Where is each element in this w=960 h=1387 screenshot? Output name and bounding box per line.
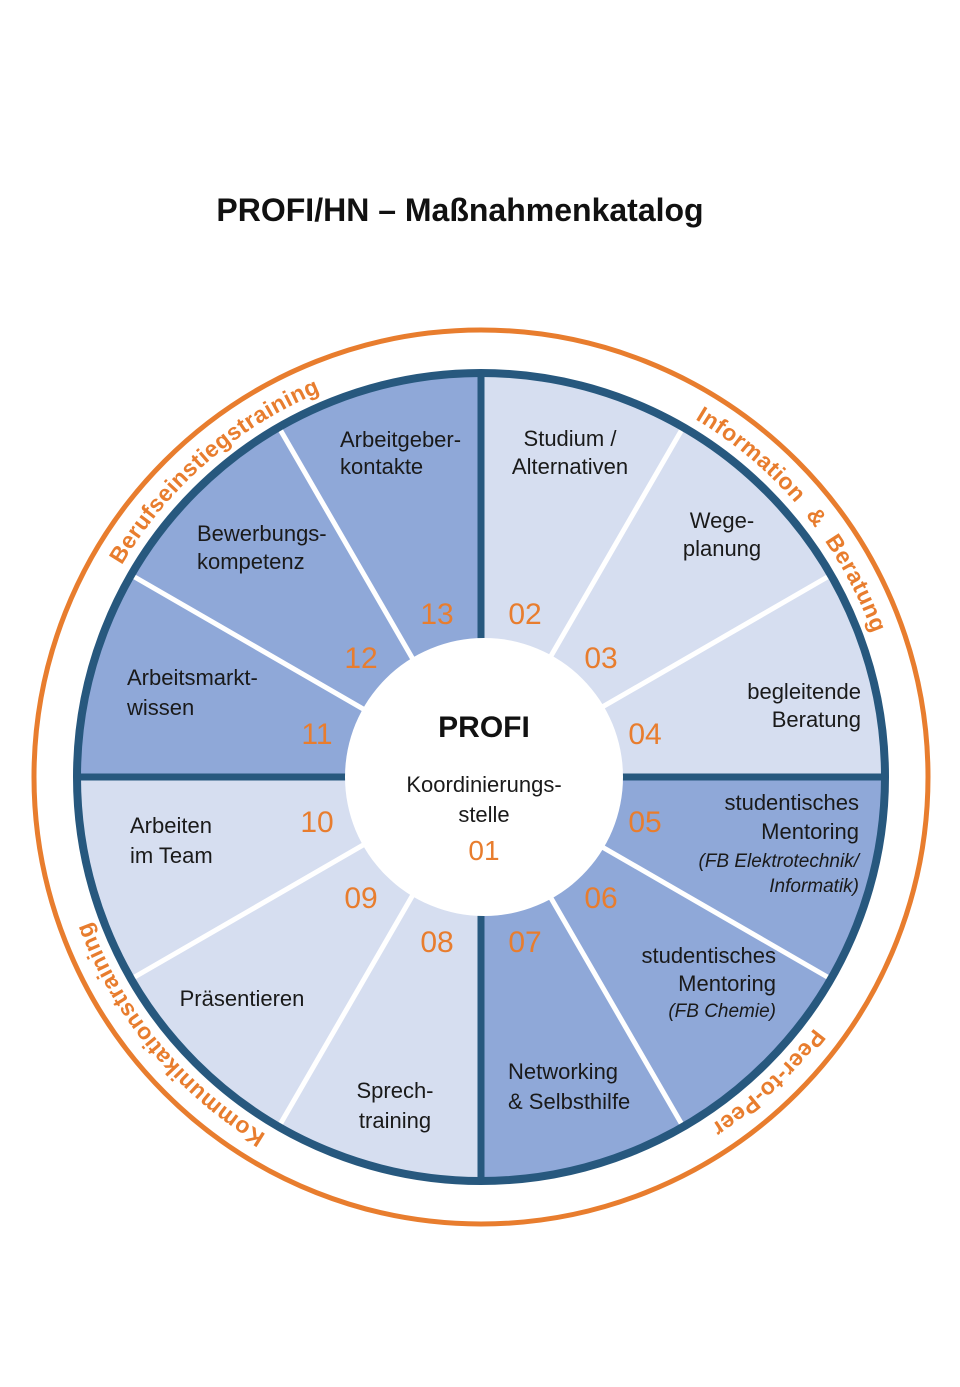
sector-number-07: 07 [508,926,541,959]
sector-number-02: 02 [508,598,541,631]
sector-label-11-line2: wissen [126,695,194,720]
hub-title: PROFI [438,711,530,744]
sector-number-08: 08 [420,926,453,959]
sector-label-06-line1: studentisches [641,943,776,968]
hub-circle [345,638,623,916]
sector-label-02-line2: Alternativen [512,454,628,479]
hub-subtitle-line2: stelle [458,802,509,827]
sector-label-03-line1: Wege- [690,508,754,533]
sector-numbers: 02 03 04 05 06 07 08 09 10 11 12 13 [300,598,661,959]
sector-label-08-line1: Sprech- [356,1078,433,1103]
sector-label-04-line1: begleitende [747,679,861,704]
outer-orange-ring [31,327,931,1227]
sector-sublabel-05-line1: (FB Elektrotechnik/ [699,851,861,872]
page-title: PROFI/HN – Maßnahmenkatalog [216,192,704,228]
sector-label-05-line2: Mentoring [761,819,859,844]
sector-label-06-line2: Mentoring [678,971,776,996]
sector-label-10-line2: im Team [130,843,213,868]
sector-sublabel-06-line1: (FB Chemie) [668,1001,776,1022]
hub-subtitle-line1: Koordinierungs- [406,772,561,797]
sector-label-12-line2: kompetenz [197,549,305,574]
sector-label-08-line2: training [359,1108,431,1133]
sector-label-04-line2: Beratung [772,707,861,732]
sector-number-13: 13 [420,598,453,631]
sector-label-12-line1: Bewerbungs- [197,521,327,546]
sector-label-11-line1: Arbeitsmarkt- [127,665,258,690]
sector-label-10-line1: Arbeiten [130,813,212,838]
sector-number-11: 11 [301,718,332,751]
sector-number-10: 10 [300,806,333,839]
sector-label-05-line1: studentisches [724,790,859,815]
sector-number-04: 04 [628,718,661,751]
sector-label-13-line1: Arbeitgeber- [340,427,461,452]
hub-number: 01 [468,835,499,866]
sector-label-07-line2: & Selbsthilfe [508,1089,630,1114]
sector-number-03: 03 [584,642,617,675]
sector-label-03-line2: planung [683,536,761,561]
sector-label-07-line1: Networking [508,1059,618,1084]
sector-label-02-line1: Studium / [524,426,618,451]
sector-label-13-line2: kontakte [340,454,423,479]
sector-label-09-line1: Präsentieren [180,986,305,1011]
sector-number-05: 05 [628,806,661,839]
sector-sublabel-05-line2: Informatik) [769,876,859,897]
sector-number-12: 12 [344,642,377,675]
sector-number-09: 09 [344,882,377,915]
wheel-dark-border [73,369,889,1185]
sector-labels: Studium / Alternativen Wege- planung beg… [126,426,861,1133]
sector-number-06: 06 [584,882,617,915]
